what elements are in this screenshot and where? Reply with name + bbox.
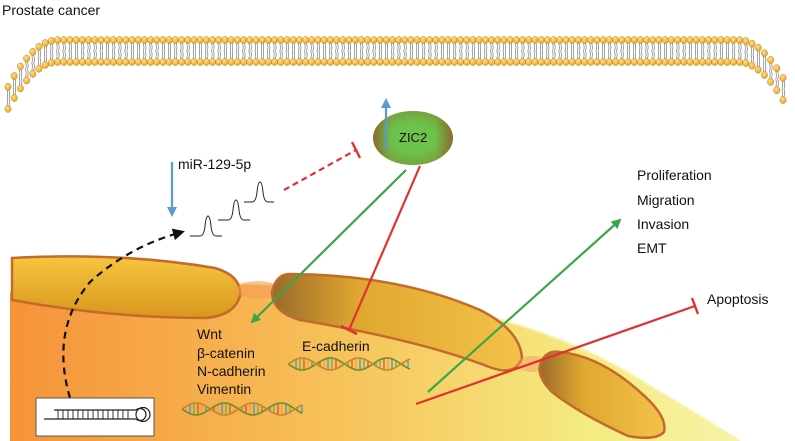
muscle-fiber-middle	[270, 272, 524, 372]
target-beta-catenin: β-catenin	[197, 345, 255, 361]
target-e-cadherin: E-cadherin	[302, 338, 370, 354]
mirna-label: miR-129-5p	[178, 156, 252, 172]
zic2-activates-wnt-arrow	[250, 169, 407, 324]
zic2-protein	[373, 111, 453, 165]
outcome-invasion: Invasion	[637, 216, 690, 232]
target-n-cadherin: N-cadherin	[197, 363, 266, 379]
outcome-proliferation: Proliferation	[637, 167, 712, 183]
mirna-processing-dashed-arrow	[62, 228, 185, 399]
outcome-migration: Migration	[637, 192, 695, 208]
zic2-inhibits-ecadherin	[340, 165, 422, 336]
target-wnt: Wnt	[197, 326, 222, 342]
outcome-emt: EMT	[637, 240, 667, 256]
promotes-outcomes-arrow	[427, 218, 622, 393]
target-vimentin: Vimentin	[197, 381, 252, 397]
mirna-inhibits-zic2	[283, 141, 362, 191]
fiber-junction-glow	[236, 281, 280, 299]
membrane-bilayer-icon	[4, 36, 787, 113]
stem-loop-rna-icon	[35, 397, 155, 437]
figure-title: Prostate cancer	[2, 2, 101, 18]
mirna-peaks-icon	[190, 181, 274, 237]
zic2-label: ZIC2	[399, 130, 428, 145]
muscle-fiber-left	[10, 255, 242, 320]
dna-helix-icon	[181, 402, 303, 416]
outcome-apoptosis: Apoptosis	[707, 291, 769, 307]
inhibits-apoptosis	[415, 297, 700, 406]
dna-helix-icon	[287, 357, 411, 371]
